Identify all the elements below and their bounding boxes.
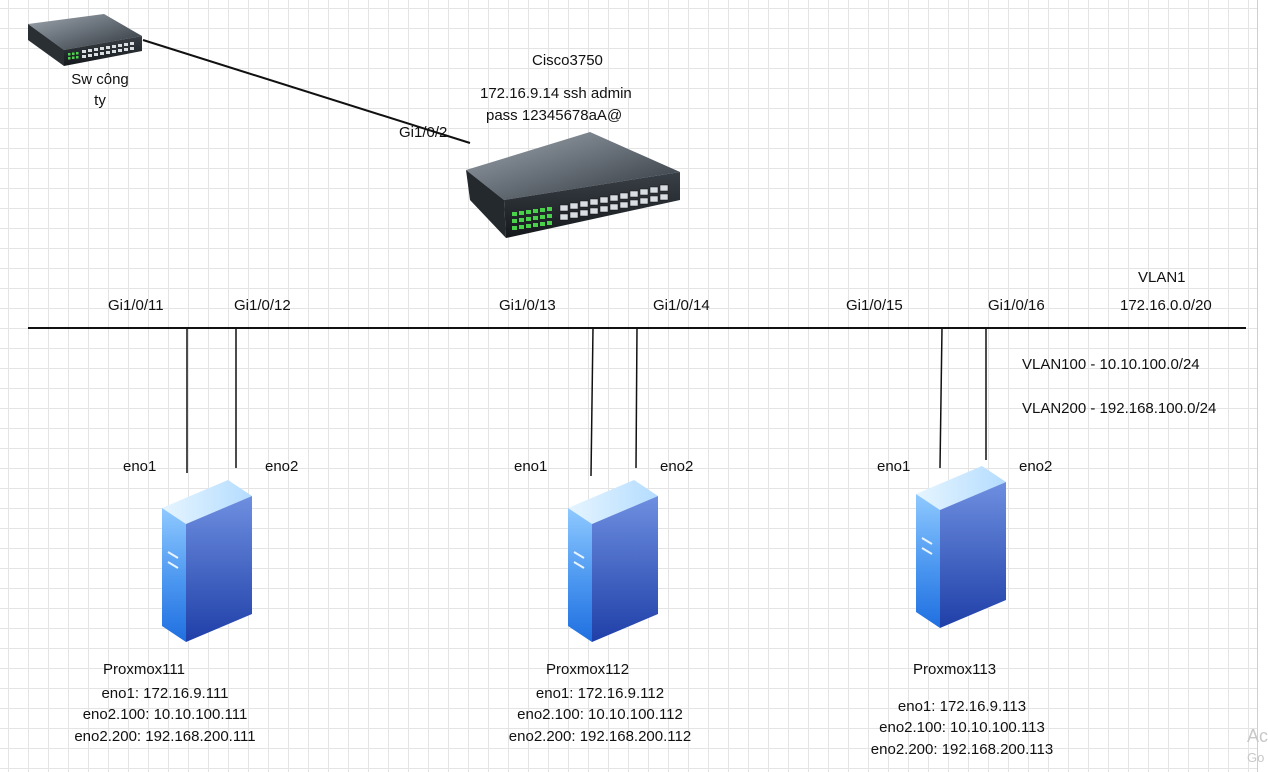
- nic-label: eno2: [660, 458, 694, 475]
- uplink-cable: [142, 39, 471, 144]
- watermark-line2: Go: [1247, 750, 1265, 765]
- right-edge-strip: [1257, 0, 1268, 772]
- proxmox113-server-icon: [916, 466, 1006, 628]
- server-name: Proxmox112: [546, 661, 630, 678]
- company-switch-label-line1: Sw công: [71, 71, 129, 88]
- port-label: Gi1/0/14: [653, 297, 710, 314]
- cable-proxmox112-eno1: [590, 327, 594, 477]
- proxmox111-server-icon: [162, 480, 252, 642]
- server-ip-eno2-200: eno2.200: 192.168.200.113: [870, 741, 1054, 758]
- vlan100-label: VLAN100 - 10.10.100.0/24: [1022, 356, 1200, 373]
- server-ip-eno1: eno1: 172.16.9.111: [101, 685, 229, 702]
- cisco3750-switch-icon: [466, 132, 680, 238]
- server-ip-eno2-100: eno2.100: 10.10.100.113: [879, 719, 1045, 736]
- port-label: Gi1/0/16: [988, 297, 1045, 314]
- proxmox112-server-icon: [568, 480, 658, 642]
- cable-proxmox112-eno2: [635, 327, 638, 469]
- cable-proxmox113-eno1: [939, 327, 943, 469]
- nic-label: eno2: [1019, 458, 1053, 475]
- nic-label: eno1: [514, 458, 548, 475]
- uplink-port-label: Gi1/0/2: [399, 124, 448, 141]
- server-ip-eno1: eno1: 172.16.9.112: [535, 685, 665, 702]
- core-switch-mgmt-line1: 172.16.9.14 ssh admin: [480, 85, 632, 102]
- watermark-line1: Ac: [1247, 726, 1268, 746]
- vlan200-label: VLAN200 - 192.168.100.0/24: [1022, 400, 1217, 417]
- core-switch-name: Cisco3750: [532, 52, 603, 69]
- server-ip-eno2-100: eno2.100: 10.10.100.112: [517, 706, 683, 723]
- port-label: Gi1/0/15: [846, 297, 903, 314]
- nic-label: eno1: [877, 458, 911, 475]
- port-label: Gi1/0/13: [499, 297, 556, 314]
- company-switch-icon: [28, 14, 142, 66]
- port-label: Gi1/0/11: [108, 297, 164, 314]
- server-ip-eno2-200: eno2.200: 192.168.200.112: [508, 728, 692, 745]
- server-ip-eno2-200: eno2.200: 192.168.200.111: [74, 728, 256, 745]
- server-ip-eno1: eno1: 172.16.9.113: [897, 698, 1027, 715]
- port-label: Gi1/0/12: [234, 297, 291, 314]
- nic-label: eno2: [265, 458, 299, 475]
- server-ip-eno2-100: eno2.100: 10.10.100.111: [82, 706, 248, 723]
- vlan1-subnet-label: 172.16.0.0/20: [1120, 297, 1212, 314]
- nic-label: eno1: [123, 458, 157, 475]
- server-name: Proxmox113: [913, 661, 997, 678]
- core-switch-mgmt-line2: pass 12345678aA@: [486, 107, 623, 124]
- company-switch-label-line2: ty: [94, 92, 106, 109]
- vlan1-name-label: VLAN1: [1138, 269, 1186, 286]
- server-name: Proxmox111: [103, 661, 185, 678]
